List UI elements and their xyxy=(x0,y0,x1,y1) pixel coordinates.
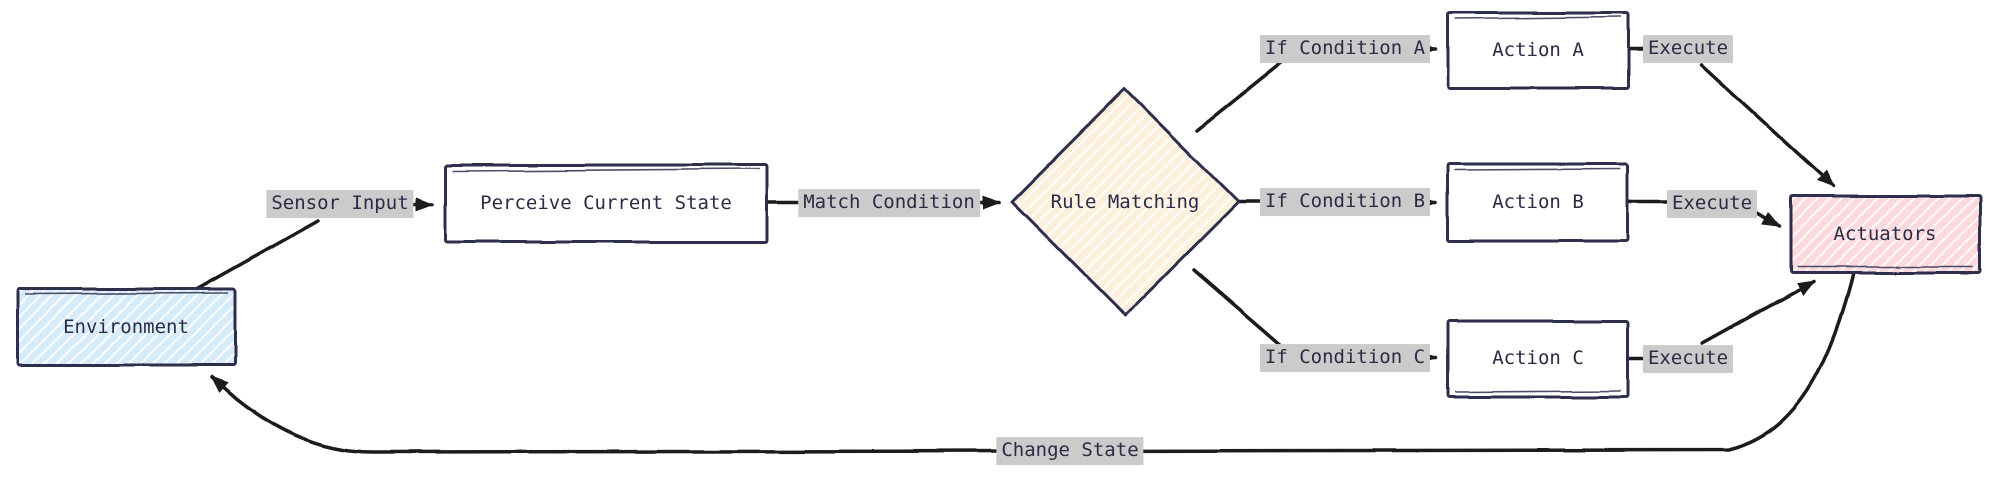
action-c-label: Action C xyxy=(1492,347,1584,369)
edge-environment-to-sensor-input xyxy=(195,219,320,291)
edge-actuators-to-environment-change-state xyxy=(210,273,1855,454)
environment-box xyxy=(16,287,237,367)
edge-label-execute-b: Execute xyxy=(1666,190,1758,218)
perceive-current-state-box xyxy=(443,163,769,244)
edge-label-execute-a: Execute xyxy=(1642,35,1734,63)
action-b-box xyxy=(1446,162,1630,243)
edge-label-sensor-input: Sensor Input xyxy=(266,190,414,218)
environment-label: Environment xyxy=(63,316,189,338)
action-c-box xyxy=(1446,319,1630,399)
actuators-box xyxy=(1788,194,1982,275)
rule-matching-label: Rule Matching xyxy=(1050,191,1200,213)
edge-execute-a-to-actuators xyxy=(1700,63,1836,188)
sketch-accent xyxy=(451,168,761,172)
sketch-accent xyxy=(1454,16,1622,20)
perceive-current-state-label: Perceive Current State xyxy=(480,192,732,214)
action-b-label: Action B xyxy=(1492,191,1584,213)
sketch-accent xyxy=(1454,168,1622,171)
edge-label-if-condition-c: If Condition C xyxy=(1259,344,1431,372)
edge-execute-c-to-actuators xyxy=(1701,280,1815,345)
edge-label-execute-c: Execute xyxy=(1642,345,1734,373)
actuators-label: Actuators xyxy=(1833,223,1937,245)
edge-label-if-condition-b: If Condition B xyxy=(1259,188,1431,216)
edge-rule-matching-to-if-condition-c xyxy=(1192,268,1285,349)
sketch-accent xyxy=(1454,390,1622,393)
action-a-box xyxy=(1446,11,1630,90)
edge-label-match-condition: Match Condition xyxy=(798,189,980,217)
edge-rule-matching-to-if-condition-a xyxy=(1195,59,1285,132)
rule-matching-diamond xyxy=(1010,87,1240,317)
edge-label-if-condition-a: If Condition A xyxy=(1259,35,1431,63)
sketch-accent xyxy=(24,292,229,295)
action-a-label: Action A xyxy=(1492,39,1584,61)
edge-execute-b-to-actuators xyxy=(1752,209,1781,228)
edge-label-change-state: Change State xyxy=(996,437,1144,465)
